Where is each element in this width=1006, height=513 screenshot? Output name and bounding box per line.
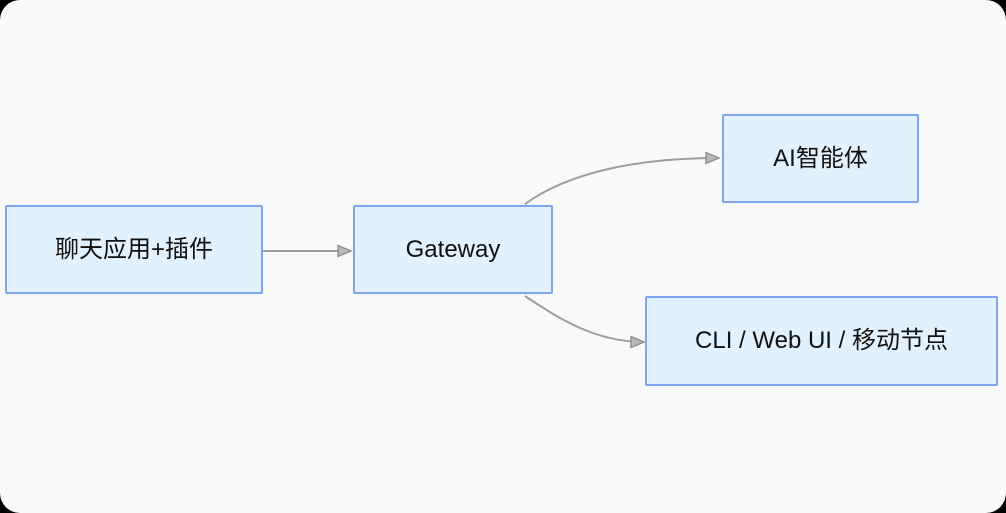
node-clients: CLI / Web UI / 移动节点 — [645, 296, 998, 386]
node-gateway-label: Gateway — [405, 235, 501, 263]
node-clients-label: CLI / Web UI / 移动节点 — [695, 327, 948, 354]
node-ai-agent-label: AI智能体 — [773, 144, 868, 172]
node-ai-agent: AI智能体 — [722, 114, 919, 203]
node-gateway: Gateway — [353, 205, 553, 294]
node-chat-plugin: 聊天应用+插件 — [5, 205, 263, 294]
edge-gateway-to-clients — [524, 295, 646, 349]
edge-gateway-to-ai-agent — [524, 151, 721, 205]
node-chat-plugin-label: 聊天应用+插件 — [54, 235, 213, 263]
